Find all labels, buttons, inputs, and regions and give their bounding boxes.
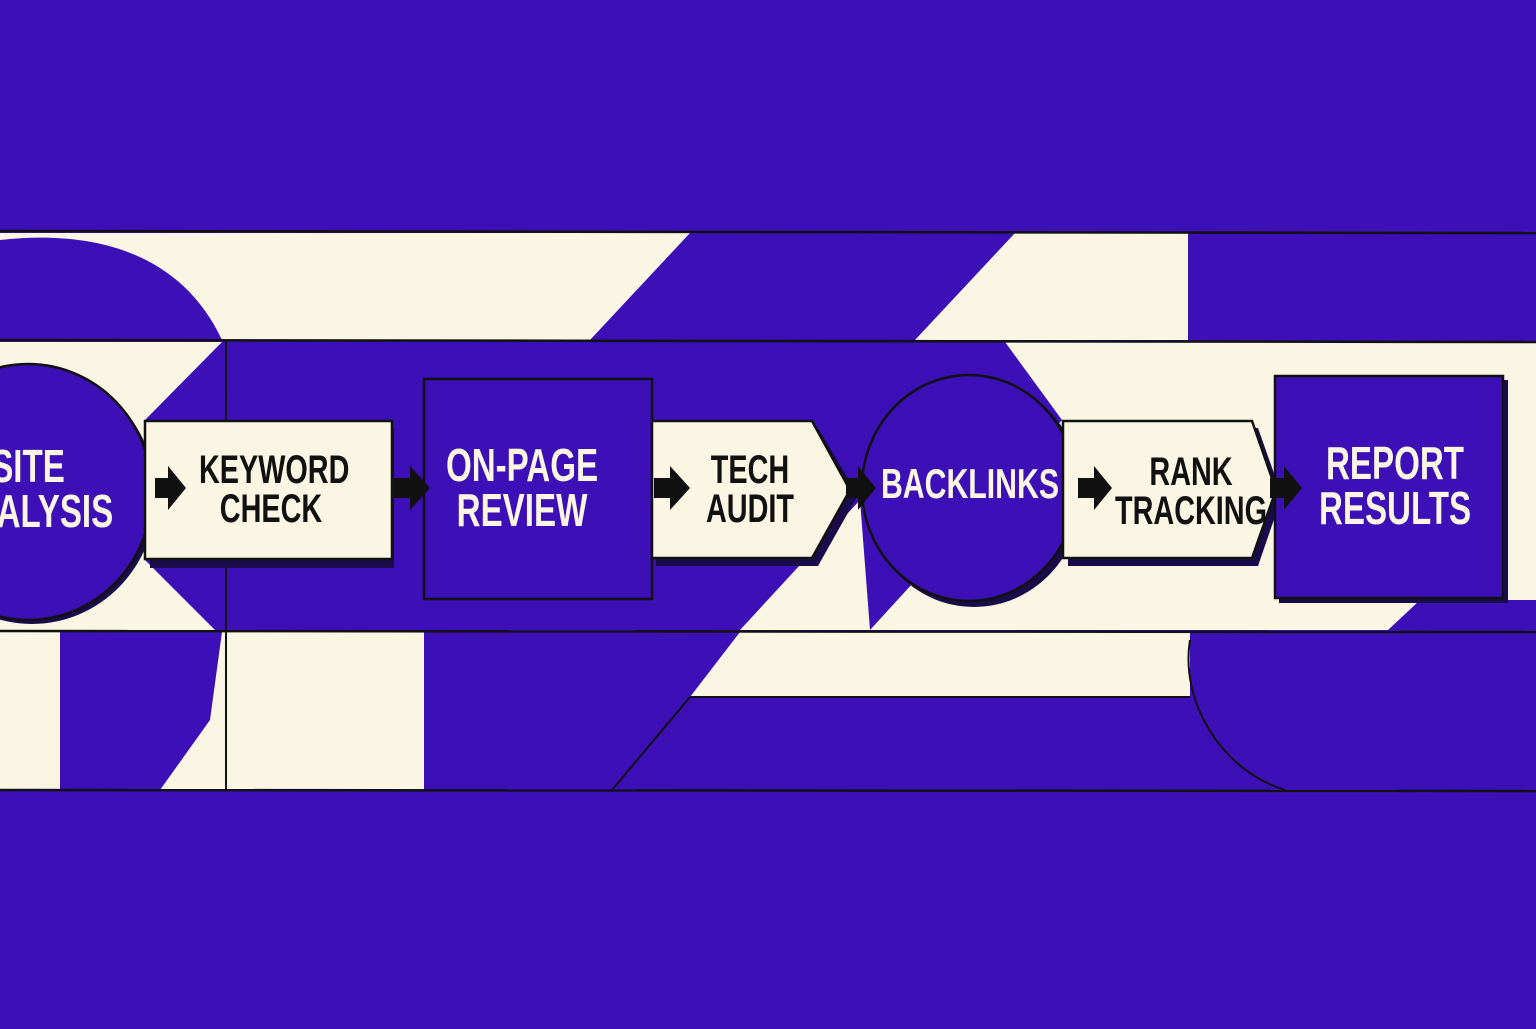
right-arrow-icon [1270, 466, 1302, 510]
bottom-diagonal [611, 696, 691, 791]
band-bottom-right [690, 632, 1190, 697]
band-line-upper [0, 338, 1536, 344]
report-results-box [1273, 374, 1505, 600]
tech-audit-box [650, 419, 852, 560]
band-line-lower [0, 629, 1536, 634]
step-backlinks [860, 373, 1082, 607]
on-page-review-box [422, 377, 654, 601]
band-line-top [0, 229, 1536, 235]
right-arrow-icon [846, 466, 876, 510]
right-blob-edge [1187, 639, 1286, 791]
rank-tracking-box [1061, 419, 1278, 560]
right-arrow-icon [155, 466, 186, 510]
connectors [155, 466, 1302, 510]
right-arrow-icon [1078, 466, 1112, 510]
step-on-page-review [422, 377, 654, 601]
step-report-results [1273, 374, 1508, 603]
step-site-analysis [0, 362, 156, 624]
backlinks-circle [860, 373, 1078, 603]
step-keyword-check [143, 419, 394, 568]
band-bottom-edge [0, 632, 60, 790]
keyword-check-box [143, 419, 394, 561]
band-line-bottom [0, 788, 1536, 793]
band-top-right [915, 233, 1188, 340]
step-rank-tracking [1061, 419, 1282, 566]
right-arrow-icon [394, 466, 430, 510]
step-tech-audit [650, 419, 858, 566]
right-arrow-icon [654, 466, 690, 510]
